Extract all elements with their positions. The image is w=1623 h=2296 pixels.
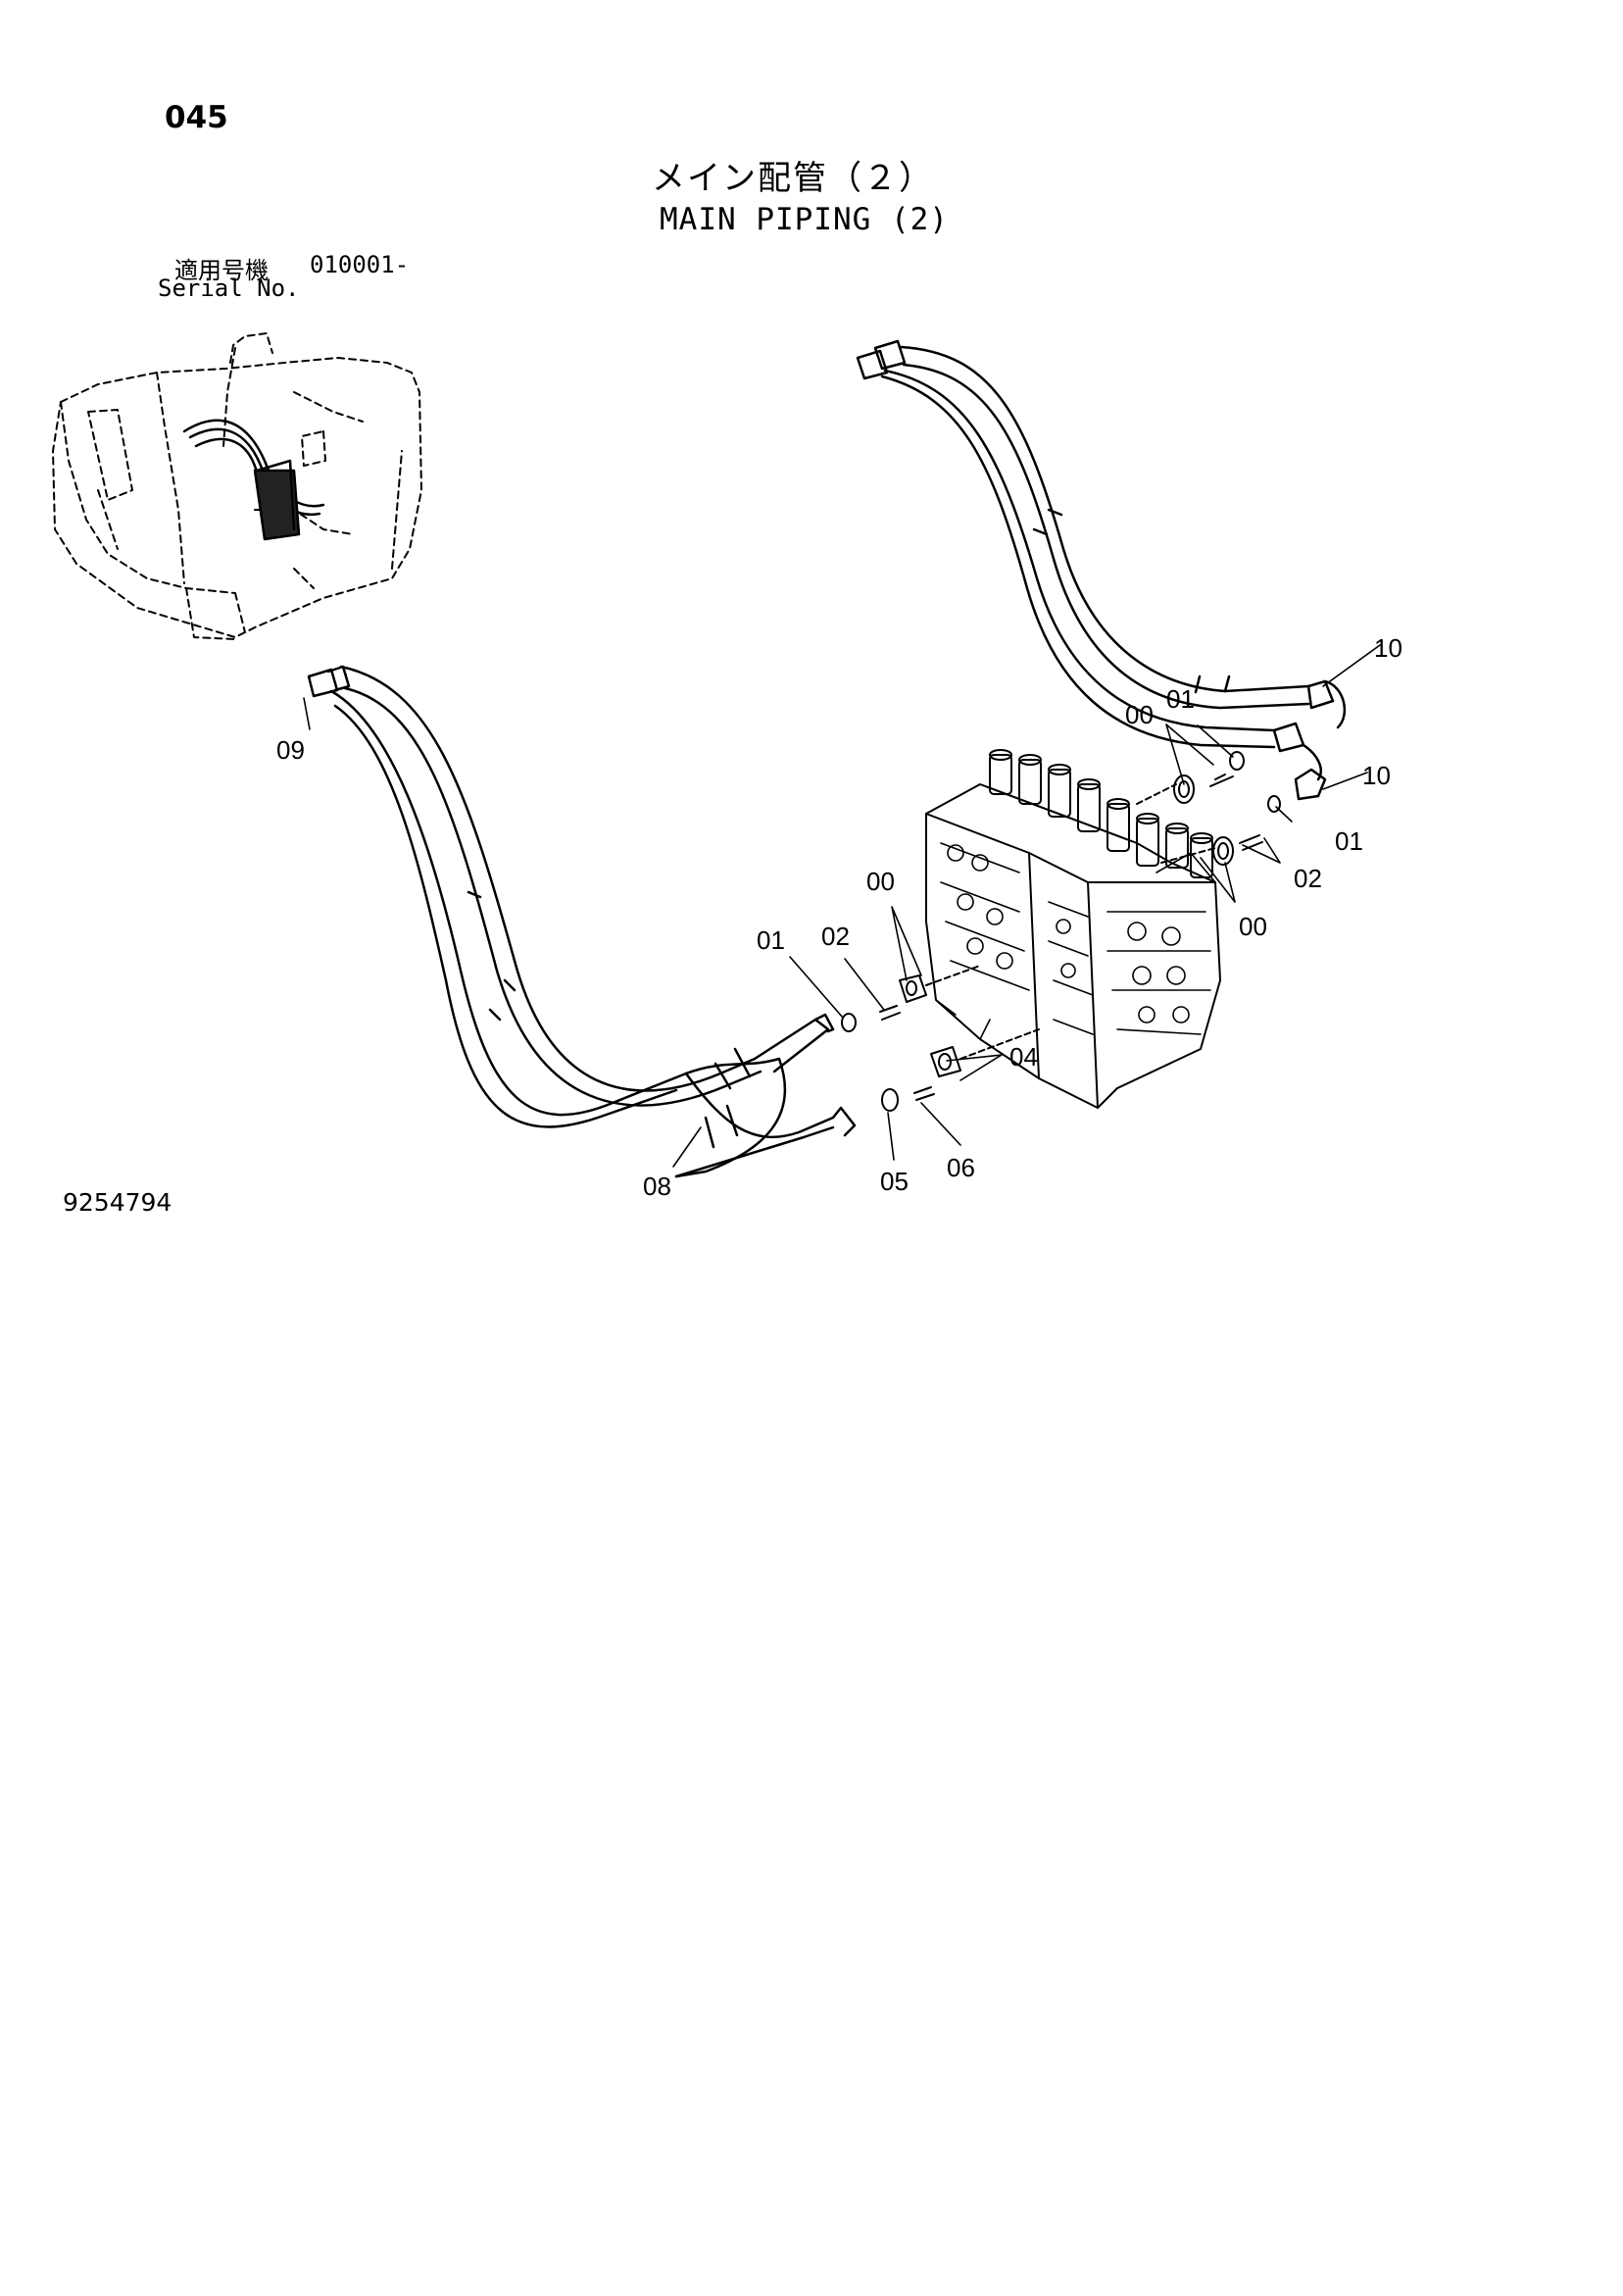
- callout-10-upper: 10: [1374, 633, 1402, 663]
- hose-assembly-09-08: [307, 665, 857, 1178]
- serial-number-value: 010001-: [310, 251, 410, 278]
- callout-00-upper-right: 00: [1125, 700, 1154, 729]
- hose-assembly-10: [856, 339, 1347, 801]
- callout-02-left: 02: [821, 922, 850, 951]
- callout-06: 06: [947, 1153, 975, 1182]
- callout-01-upper-right: 01: [1166, 684, 1195, 714]
- callout-02-right: 02: [1294, 864, 1322, 893]
- callout-01-left: 01: [757, 925, 785, 955]
- valve-spool-caps: [989, 749, 1213, 878]
- fittings-and-seals: [841, 751, 1281, 1112]
- callout-00-right: 00: [1239, 912, 1267, 941]
- page-title-japanese: メイン配管（２）: [652, 159, 934, 198]
- serial-label-english: Serial No.: [158, 275, 300, 302]
- callout-leader-lines: [303, 644, 1381, 1168]
- page-title-english: MAIN PIPING (2): [660, 202, 949, 237]
- callout-10-lower: 10: [1362, 761, 1391, 790]
- callout-08: 08: [643, 1172, 671, 1201]
- serial-label-japanese: 適用号機: [174, 257, 269, 284]
- page-number: 045: [165, 100, 228, 135]
- machine-locator-illustration: [52, 332, 422, 640]
- locator-highlight-piping: [182, 419, 325, 541]
- callout-00-left: 00: [866, 867, 895, 896]
- callout-01-right: 01: [1335, 826, 1363, 856]
- control-valve-assembly: [925, 749, 1221, 1109]
- callout-09: 09: [276, 735, 305, 765]
- callout-05: 05: [880, 1167, 909, 1196]
- valve-body-details: [935, 842, 1216, 1040]
- drawing-number: 9254794: [63, 1188, 172, 1217]
- callout-04: 04: [1009, 1042, 1038, 1072]
